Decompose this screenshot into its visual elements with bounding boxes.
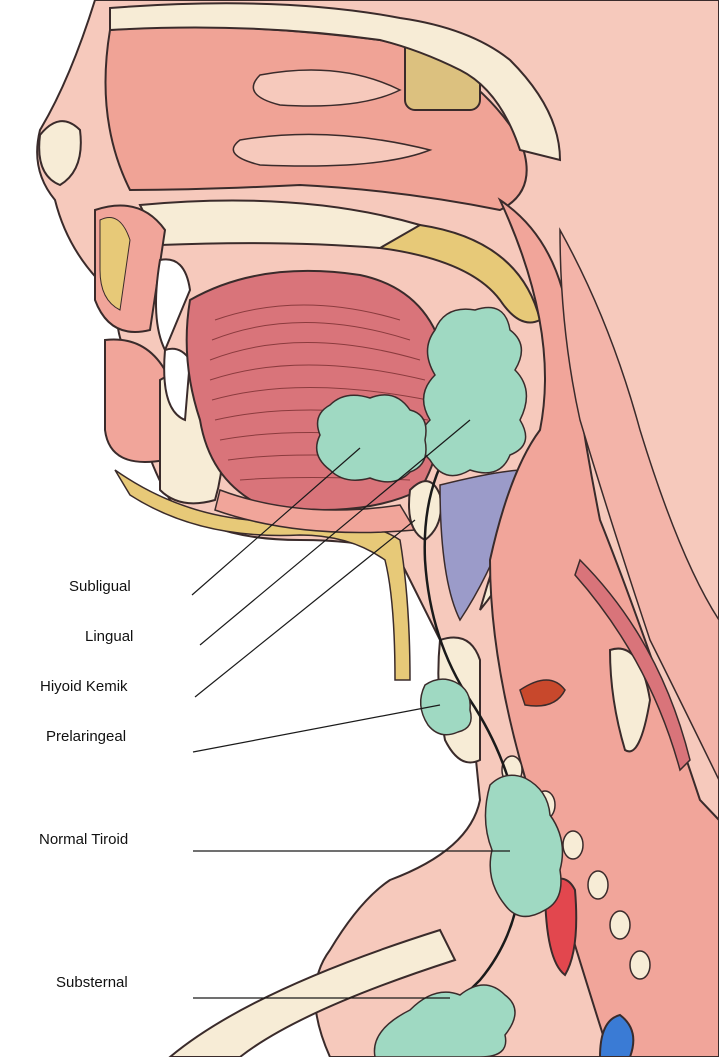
label-subligual: Subligual: [69, 578, 131, 596]
label-substernal: Substernal: [56, 974, 128, 992]
label-prelaringeal: Prelaringeal: [46, 728, 126, 746]
label-hiyoid-kemik: Hiyoid Kemik: [40, 678, 128, 696]
label-lingual: Lingual: [85, 628, 133, 646]
leader-prelaringeal: [193, 705, 440, 752]
lingual-thyroid: [420, 308, 526, 476]
leader-hiyoid: [195, 520, 415, 697]
label-normal-tiroid: Normal Tiroid: [39, 831, 128, 849]
